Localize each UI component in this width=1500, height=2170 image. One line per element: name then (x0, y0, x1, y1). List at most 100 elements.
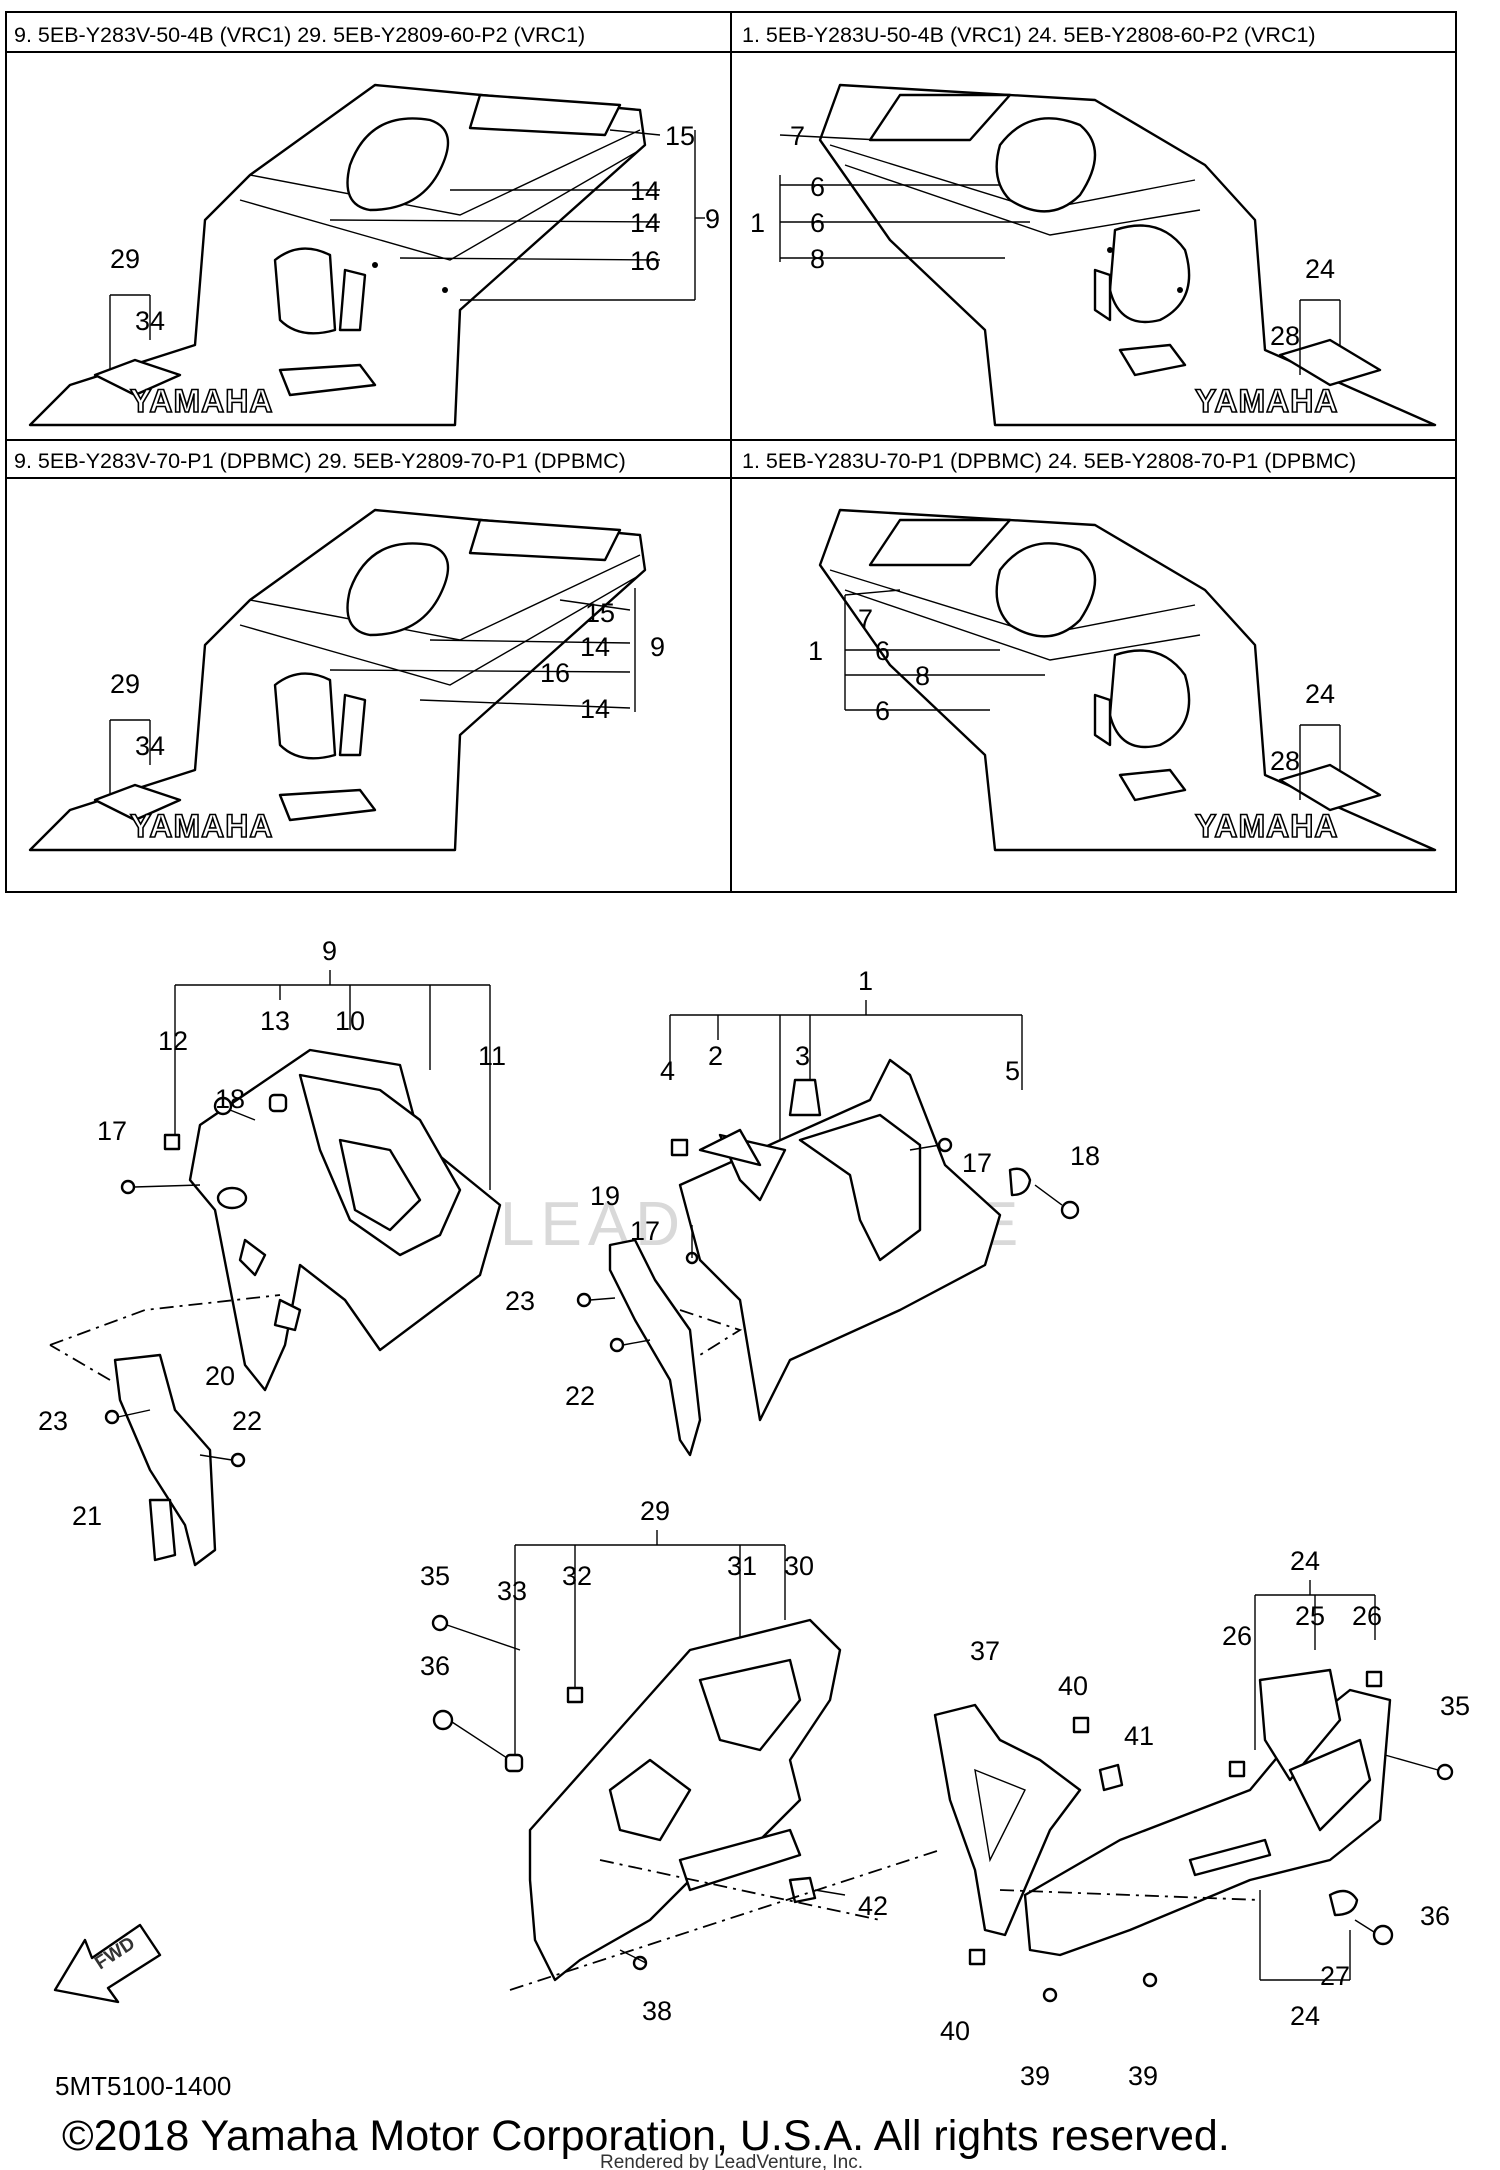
bolt-36b (1372, 1924, 1394, 1946)
part-callout-label: 32 (562, 1561, 592, 1591)
color-variant-panels: 9. 5EB-Y283V-50-4B (VRC1) 29. 5EB-Y2809-… (5, 11, 1457, 893)
part-callout-label: 8 (915, 661, 930, 691)
part-callout-label: 34 (135, 731, 165, 761)
part-callout-label: 35 (420, 1561, 450, 1591)
brand-decal-top-right: YAMAHA (1195, 383, 1339, 419)
part-callout-label: 17 (630, 1216, 660, 1246)
part-callout-label: 24 (1305, 679, 1335, 709)
part-callout-label: 21 (72, 1501, 102, 1531)
part-callout-label: 18 (1070, 1141, 1100, 1171)
part-callout-label: 40 (940, 2016, 970, 2046)
part-callout-label: 28 (1270, 746, 1300, 776)
panel-header-mid-left: 9. 5EB-Y283V-70-P1 (DPBMC) 29. 5EB-Y2809… (14, 449, 626, 473)
part-callout-label: 22 (565, 1381, 595, 1411)
part-callout-label: 29 (640, 1496, 670, 1526)
part-callout-label: 18 (215, 1084, 245, 1114)
fairing-graphic-top-right: YAMAHA 7 6 6 8 1 24 28 (750, 83, 1437, 427)
part-callout-label: 6 (810, 172, 825, 202)
part-callout-label: 41 (1124, 1721, 1154, 1751)
part-callout-label: 24 (1290, 1546, 1320, 1576)
part-callout-label: 12 (158, 1026, 188, 1056)
part-callout-label: 13 (260, 1006, 290, 1036)
screw-17 (120, 1179, 136, 1195)
part-callout-label: 4 (660, 1056, 675, 1086)
part-callout-label: 9 (705, 204, 720, 234)
part-callout-label: 24 (1290, 2001, 1320, 2031)
exploded-group-1: 1 4 2 3 5 17 18 (660, 966, 1100, 1422)
part-callout-label: 14 (580, 694, 610, 724)
part-callout-label: 22 (232, 1406, 262, 1436)
part-callout-label: 16 (630, 246, 660, 276)
grommet-27 (1328, 1889, 1359, 1917)
bracket-37 (933, 1703, 1082, 1937)
part-callout-label: 9 (322, 936, 337, 966)
bolt-22 (230, 1452, 246, 1468)
nut-40 (1072, 1716, 1090, 1734)
duct-21 (148, 1498, 177, 1562)
exploded-group-29: 29 33 32 31 30 42 35 36 38 (420, 1496, 941, 2026)
part-callout-label: 7 (858, 604, 873, 634)
part-callout-label: 10 (335, 1006, 365, 1036)
bolt-18b (1060, 1200, 1080, 1220)
screw-39 (1042, 1987, 1058, 2003)
part-callout-label: 37 (970, 1636, 1000, 1666)
part-callout-label: 17 (97, 1116, 127, 1146)
screw-39b (1142, 1972, 1158, 1988)
bolt-18 (213, 1096, 233, 1116)
part-callout-label: 25 (1295, 1601, 1325, 1631)
part-callout-label: 40 (1058, 1671, 1088, 1701)
part-callout-label: 26 (1222, 1621, 1252, 1651)
nut-4 (670, 1138, 689, 1157)
grommet-13 (268, 1093, 288, 1113)
rendered-by-text: Rendered by LeadVenture, Inc. (600, 2152, 863, 2170)
part-callout-label: 15 (665, 121, 695, 151)
part-callout-label: 6 (875, 636, 890, 666)
part-callout-label: 1 (750, 208, 765, 238)
fairing-graphic-mid-right: YAMAHA 7 6 8 6 1 24 28 (808, 508, 1437, 852)
part-callout-label: 35 (1440, 1691, 1470, 1721)
screw-38 (632, 1955, 648, 1971)
copyright-text: ©2018 Yamaha Motor Corporation, U.S.A. A… (62, 2112, 1230, 2160)
bolt-22b (609, 1337, 625, 1353)
part-callout-label: 42 (858, 1891, 888, 1921)
panel-header-top-right: 1. 5EB-Y283U-50-4B (VRC1) 24. 5EB-Y2808-… (742, 23, 1316, 47)
part-callout-label: 30 (784, 1551, 814, 1581)
part-callout-label: 39 (1128, 2061, 1158, 2091)
part-callout-label: 29 (110, 244, 140, 274)
part-callout-label: 16 (540, 658, 570, 688)
screw-35b (1436, 1763, 1454, 1781)
screw-35 (431, 1614, 449, 1632)
fairing-graphic-top-left: YAMAHA 15 14 14 16 9 29 34 (28, 83, 720, 427)
part-callout-label: 1 (808, 636, 823, 666)
part-callout-label: 14 (630, 176, 660, 206)
inner-panel-20: 20 23 22 21 (38, 1353, 262, 1567)
clip-23 (104, 1409, 120, 1425)
part-callout-label: 3 (795, 1041, 810, 1071)
nut-12 (163, 1133, 181, 1151)
screw-17b (937, 1137, 953, 1153)
part-callout-label: 33 (497, 1576, 527, 1606)
part-callout-label: 29 (110, 669, 140, 699)
part-callout-label: 23 (38, 1406, 68, 1436)
part-callout-label: 28 (1270, 321, 1300, 351)
part-callout-label: 38 (642, 1996, 672, 2026)
part-callout-label: 11 (478, 1041, 506, 1071)
part-callout-label: 14 (580, 632, 610, 662)
brand-decal-mid-right: YAMAHA (1195, 808, 1339, 844)
part-callout-label: 8 (810, 244, 825, 274)
part-callout-label: 36 (420, 1651, 450, 1681)
forward-arrow-icon: FWD (53, 1923, 162, 2004)
part-callout-label: 26 (1352, 1601, 1382, 1631)
brand-decal-top-left: YAMAHA (130, 383, 274, 419)
part-callout-label: 1 (858, 966, 873, 996)
part-callout-label: 19 (590, 1181, 620, 1211)
part-callout-label: 6 (810, 208, 825, 238)
part-callout-label: 36 (1420, 1901, 1450, 1931)
part-callout-label: 15 (585, 598, 615, 628)
inner-panel-19: 19 17 23 22 (505, 1181, 702, 1457)
part-callout-label: 17 (962, 1148, 992, 1178)
part-callout-label: 24 (1305, 254, 1335, 284)
part-callout-label: 7 (790, 121, 805, 151)
part-callout-label: 20 (205, 1361, 235, 1391)
